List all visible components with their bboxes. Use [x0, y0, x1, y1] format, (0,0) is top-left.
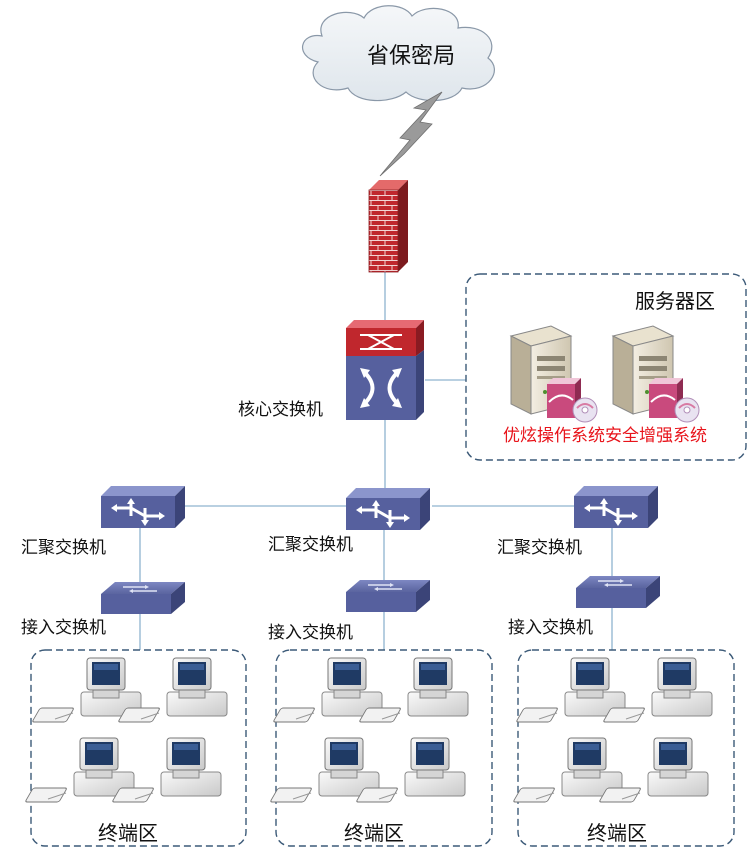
terminal-zone	[275, 649, 493, 847]
server-zone-title: 服务器区	[635, 289, 715, 313]
aggregation-switch-label: 汇聚交换机	[497, 538, 582, 558]
server-zone-system-label: 优炫操作系统安全增强系统	[503, 426, 707, 446]
access-switch-icon	[345, 579, 431, 613]
firewall-icon	[368, 180, 408, 273]
access-switch-icon	[575, 575, 661, 609]
terminal-zone-label: 终端区	[587, 821, 647, 845]
core-switch-label: 核心交换机	[238, 400, 323, 420]
core-switch-icon	[346, 320, 424, 420]
aggregation-switch-icon	[572, 484, 660, 530]
workstation-icon	[111, 737, 222, 803]
workstation-icon	[355, 737, 466, 803]
workstation-icon	[598, 737, 709, 803]
terminal-zone-label: 终端区	[344, 821, 404, 845]
software-box-icon	[648, 377, 700, 423]
server-zone	[465, 273, 747, 461]
cloud-icon: 省保密局	[301, 5, 495, 102]
cloud-label: 省保密局	[367, 44, 455, 69]
network-links	[139, 272, 613, 650]
terminal-zone	[517, 649, 735, 847]
access-switch-icon	[100, 581, 186, 615]
workstation-icon	[117, 657, 228, 723]
access-switch-label: 接入交换机	[21, 618, 106, 638]
terminal-zone	[30, 649, 247, 847]
aggregation-switch-icon	[344, 486, 432, 532]
workstation-icon	[602, 657, 713, 723]
access-switch-label: 接入交换机	[508, 618, 593, 638]
access-switch-label: 接入交换机	[268, 623, 353, 643]
software-box-icon	[546, 377, 598, 423]
terminal-zone-label: 终端区	[98, 821, 158, 845]
aggregation-switch-label: 汇聚交换机	[268, 535, 353, 555]
lightning-icon	[379, 91, 443, 177]
aggregation-switch-icon	[99, 484, 187, 530]
workstation-icon	[358, 657, 469, 723]
aggregation-switch-label: 汇聚交换机	[21, 538, 106, 558]
